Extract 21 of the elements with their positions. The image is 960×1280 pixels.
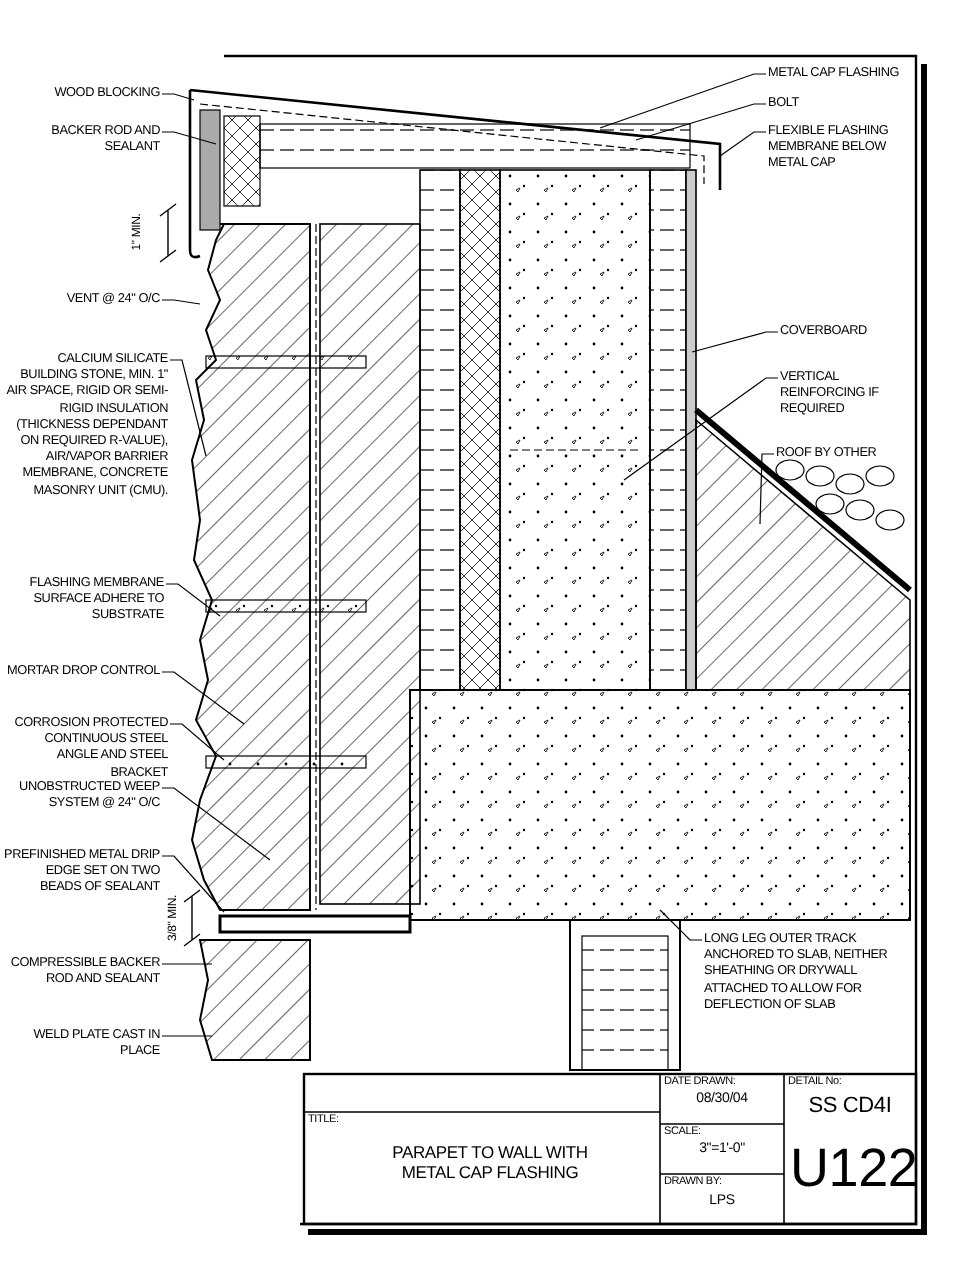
leader-line [161, 299, 201, 305]
leader-line [759, 453, 775, 525]
leader-line [635, 103, 767, 141]
leader-line [161, 787, 271, 861]
leader-line [169, 723, 225, 761]
leader-line [691, 331, 779, 353]
leader-line [161, 93, 195, 101]
leader-line [623, 377, 779, 481]
detail-code: SS CD4I [806, 1094, 894, 1120]
leader-line [161, 855, 225, 913]
leader-line [169, 359, 207, 457]
leader-line [659, 909, 703, 941]
detail-number: U122 [790, 1136, 910, 1200]
leader-line [161, 131, 217, 145]
leader-line [161, 1035, 213, 1037]
leader-line [165, 583, 221, 617]
leader-line [161, 671, 245, 725]
leader-line [599, 73, 767, 129]
drawing-title: PARAPET TO WALL WITH METAL CAP FLASHING [390, 1144, 590, 1184]
leader-line [719, 131, 767, 157]
leader-line [161, 963, 213, 965]
